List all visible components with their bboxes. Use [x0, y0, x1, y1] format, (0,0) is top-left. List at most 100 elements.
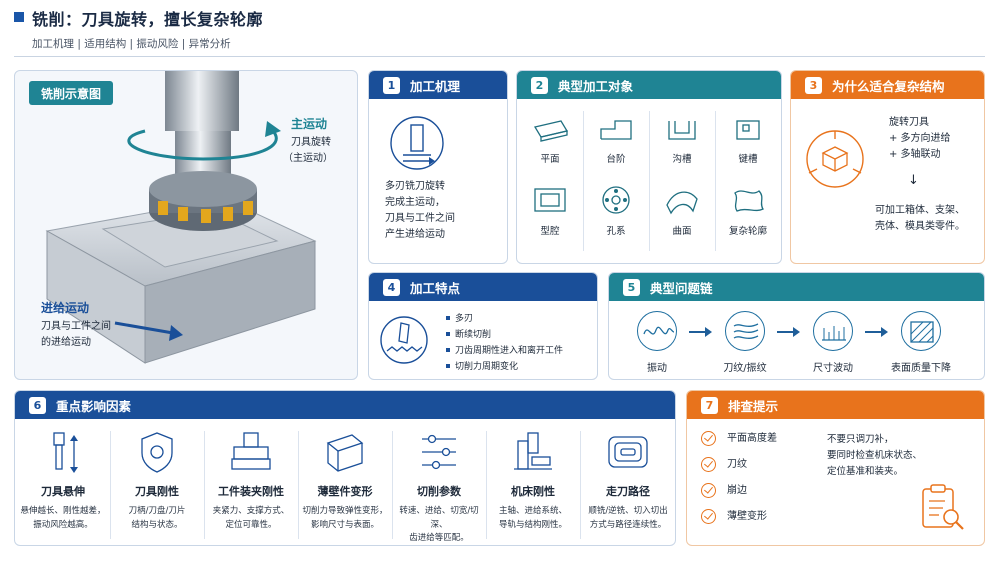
factor-desc: 转速、进给、切宽/切深、	[399, 506, 479, 530]
factor-title: 机床刚性	[511, 485, 555, 498]
factor-divider	[580, 431, 581, 539]
page-title: 铣削：刀具旋转，擅长复杂轮廓	[32, 10, 264, 29]
object-plane: 平面	[519, 117, 581, 165]
factor-cutting-parameters: 切削参数 转速、进给、切宽/切深、齿进给等匹配。	[393, 421, 485, 545]
cutter-tooth-icon	[380, 316, 428, 364]
object-label: 孔系	[606, 226, 626, 237]
object-holes: 孔系	[585, 185, 647, 237]
card-title: 典型加工对象	[558, 78, 634, 94]
workpiece-side	[46, 230, 146, 364]
plane-icon	[533, 120, 569, 142]
slot-icon	[668, 121, 696, 140]
factor-tool-rigidity: 刀具刚性 刀柄/刀盘/刀片结构与状态。	[111, 421, 203, 545]
factor-tool-overhang: 刀具悬伸 悬伸越长、刚性越差， 振动风险越高。	[17, 421, 109, 545]
reason-line: + 多轴联动	[889, 149, 941, 160]
factor-title: 薄壁件变形	[317, 485, 373, 498]
card-title: 排查提示	[728, 398, 779, 414]
title-marker	[14, 12, 24, 22]
reason-result: 壳体、模具类零件。	[875, 221, 965, 232]
feed-motion-desc: 的进给运动	[41, 337, 91, 348]
factor-divider	[204, 431, 205, 539]
factor-divider	[392, 431, 393, 539]
feed-arrowhead	[169, 325, 183, 341]
factor-divider	[486, 431, 487, 539]
rotation-arrowhead	[265, 121, 281, 137]
reason-result: 可加工箱体、支架、	[875, 205, 965, 216]
factor-tool-path: 走刀路径 顺铣/逆铣、切入切出方式与路径连续性。	[581, 421, 675, 545]
object-cavity: 型腔	[519, 185, 581, 237]
complex-contour-icon	[734, 190, 764, 212]
milling-illustration	[45, 71, 317, 364]
check-item: 刀纹	[727, 459, 747, 470]
factor-desc: 结构与状态。	[131, 519, 183, 530]
mechanism-text: 刀具与工件之间	[385, 213, 455, 224]
chain-step-label: 尺寸波动	[813, 363, 853, 374]
chain-arrow	[689, 327, 712, 337]
feed-arrow	[114, 321, 174, 335]
card-title: 为什么适合复杂结构	[832, 78, 945, 94]
factor-divider	[298, 431, 299, 539]
main-motion-desc: （主运动）	[283, 153, 333, 164]
chain-arrow	[777, 327, 800, 337]
factor-desc: 悬伸越长、刚性越差，	[20, 506, 106, 516]
milling-diagram-card: 铣削示意图	[14, 70, 358, 380]
chain-arrow	[865, 327, 888, 337]
down-arrow: ↓	[908, 173, 919, 188]
thin-wall-icon	[326, 434, 364, 472]
object-label: 键槽	[738, 154, 758, 165]
clipboard-search-icon	[922, 484, 964, 530]
insert	[201, 209, 211, 223]
check-item: 平面高度差	[727, 433, 777, 444]
main-motion-desc: 刀具旋转	[291, 137, 331, 148]
factor-desc: 振动风险越高。	[33, 519, 93, 530]
factor-clamping-rigidity: 工件装夹刚性 夹紧力、支撑方式、定位可靠性。	[205, 421, 297, 545]
surface-quality-icon	[901, 311, 941, 351]
object-keyway: 键槽	[717, 117, 779, 165]
tool-path-icon	[608, 436, 648, 468]
factor-desc: 导轨与结构刚性。	[498, 519, 567, 530]
factor-thin-wall: 薄壁件变形 切削力导致弹性变形，影响尺寸与表面。	[299, 421, 391, 545]
object-label: 台阶	[606, 154, 626, 165]
chain-step-label: 振动	[647, 363, 667, 374]
object-slot: 沟槽	[651, 117, 713, 165]
insert	[158, 201, 168, 215]
factor-desc: 齿进给等匹配。	[409, 533, 469, 544]
factor-divider	[110, 431, 111, 539]
main-motion-title: 主运动	[291, 117, 328, 131]
hole-pattern-icon	[602, 186, 630, 214]
shield-icon	[141, 432, 173, 473]
mechanism-text: 多刃铣刀旋转	[385, 181, 445, 192]
factor-title: 切削参数	[417, 485, 461, 498]
object-label: 型腔	[540, 226, 560, 237]
factor-desc: 影响尺寸与表面。	[310, 519, 379, 530]
card-title: 典型问题链	[650, 280, 713, 296]
object-label: 复杂轮廓	[728, 226, 767, 237]
reason-line: + 多方向进给	[889, 133, 951, 144]
card-number: 3	[805, 76, 822, 94]
object-complex-contour: 复杂轮廓	[717, 185, 779, 237]
chatter-marks-icon	[725, 311, 765, 351]
feed-motion-desc: 刀具与工件之间	[41, 321, 111, 332]
feature-item: 刀齿周期性进入和离开工件	[445, 343, 563, 356]
check-item: 薄壁变形	[727, 511, 767, 522]
milling-cutter-icon	[390, 116, 444, 170]
vibration-icon	[637, 311, 677, 351]
factor-title: 刀具悬伸	[41, 485, 85, 498]
check-icon	[701, 457, 716, 472]
chain-step-label: 表面质量下降	[891, 363, 951, 374]
factor-desc: 方式与路径连续性。	[589, 519, 667, 530]
feed-motion-title: 进给运动	[41, 301, 90, 315]
factor-desc: 顺铣/逆铣、切入切出	[588, 506, 668, 516]
keyway-icon	[736, 120, 760, 140]
page-subtitle: 加工机理 | 适用结构 | 振动风险 | 异常分析	[32, 38, 231, 50]
spindle-upper	[165, 71, 239, 131]
card-number: 5	[623, 278, 640, 296]
feature-item: 多刃	[445, 311, 473, 324]
